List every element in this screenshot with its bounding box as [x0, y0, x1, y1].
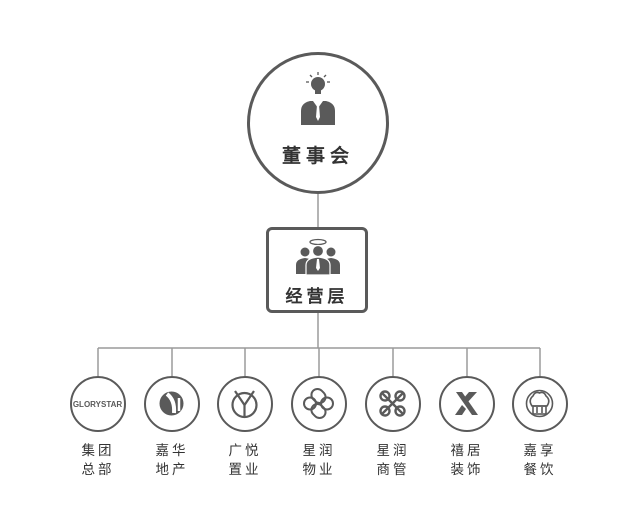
subsidiary-name: 星润 商管: [345, 442, 441, 480]
glorystar-logo-text: GLORYSTAR: [73, 400, 123, 409]
subsidiary-name-line2: 商管: [376, 462, 410, 478]
subsidiary-name-line1: 嘉享: [523, 443, 557, 459]
subsidiary-name-line1: 星润: [302, 443, 336, 459]
subsidiary-name-line1: 嘉华: [155, 443, 189, 459]
subsidiary-name-line1: 集团: [81, 443, 115, 459]
team-group-icon: [295, 238, 341, 280]
glorystar-logo-icon: GLORYSTAR: [70, 376, 126, 432]
subsidiary-name-line2: 置业: [228, 462, 262, 478]
board-node: 董事会: [247, 52, 389, 194]
subsidiary-name-line2: 物业: [302, 462, 336, 478]
guangyue-logo-icon: [217, 376, 273, 432]
management-node: 经营层: [266, 227, 368, 313]
subsidiary-name: 广悦 置业: [197, 442, 293, 480]
subsidiary-xingrun-commercial: 星润 商管: [365, 376, 421, 478]
subsidiary-group-hq: GLORYSTAR 集团 总部: [70, 376, 126, 478]
property-logo-icon: [144, 376, 200, 432]
subsidiary-xingrun-property-mgmt: 星润 物业: [291, 376, 347, 478]
subsidiary-name-line2: 装饰: [450, 462, 484, 478]
subsidiary-name-line2: 地产: [155, 462, 189, 478]
subsidiary-guangyue: 广悦 置业: [217, 376, 273, 478]
chef-hat-logo-icon: [512, 376, 568, 432]
subsidiary-name: 嘉享 餐饮: [492, 442, 588, 480]
subsidiary-name-line1: 禧居: [450, 443, 484, 459]
subsidiary-name-line2: 总部: [81, 462, 115, 478]
subsidiary-jiahua-property: 嘉华 地产: [144, 376, 200, 478]
x-cross-logo-icon: [439, 376, 495, 432]
subsidiary-xiju-decoration: 禧居 装饰: [439, 376, 495, 478]
subsidiary-name: 嘉华 地产: [124, 442, 220, 480]
subsidiary-name: 星润 物业: [271, 442, 367, 480]
subsidiary-name: 禧居 装饰: [419, 442, 515, 480]
subsidiary-name-line1: 星润: [376, 443, 410, 459]
subsidiary-name: 集团 总部: [50, 442, 146, 480]
subsidiary-name-line2: 餐饮: [523, 462, 557, 478]
businessman-lightbulb-icon: [298, 71, 338, 131]
subsidiary-name-line1: 广悦: [228, 443, 262, 459]
management-label: 经营层: [285, 287, 349, 307]
clover-logo-icon: [291, 376, 347, 432]
board-label: 董事会: [281, 145, 354, 167]
subsidiary-jiaxiang-catering: 嘉享 餐饮: [512, 376, 568, 478]
knot-logo-icon: [365, 376, 421, 432]
